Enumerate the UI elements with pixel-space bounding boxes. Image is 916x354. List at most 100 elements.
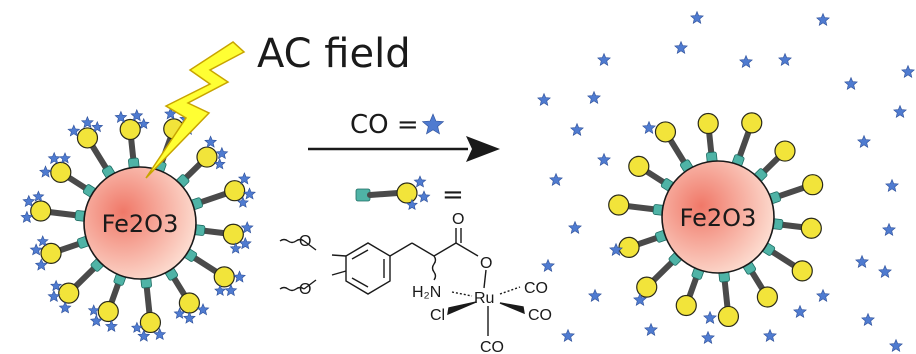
co-equals-label: CO =	[350, 110, 419, 140]
co-star-icon	[58, 301, 72, 314]
co-star-icon	[137, 117, 150, 130]
ruthenium-sphere	[213, 266, 235, 288]
co-star-icon	[816, 288, 830, 302]
co-star-icon	[47, 289, 61, 303]
co-star-icon	[32, 190, 45, 202]
ruthenium-sphere	[119, 118, 141, 141]
co-star-icon	[763, 328, 777, 342]
co-star-icon	[237, 172, 251, 185]
co-star-icon	[568, 220, 582, 234]
ruthenium-sphere	[741, 112, 763, 134]
co-star-icon	[20, 210, 34, 223]
atom-o-2: O	[299, 281, 311, 298]
co-star-icon	[421, 113, 445, 135]
co-star-icon	[690, 10, 704, 24]
ruthenium-sphere	[756, 286, 778, 308]
ruthenium-complex-structure	[279, 228, 525, 336]
co-star-icon	[130, 321, 143, 333]
ligand-co-1: CO	[524, 280, 548, 297]
co-star-icon	[236, 196, 249, 208]
ligand-arm	[180, 247, 246, 297]
ligand-arm	[675, 262, 705, 317]
ruthenium-sphere	[791, 260, 813, 282]
co-star-icon	[778, 52, 792, 66]
atom-cl: Cl	[430, 307, 445, 324]
atom-o-1: O	[299, 233, 311, 250]
ligand-arm	[654, 121, 695, 176]
co-star-icon	[22, 194, 36, 208]
co-star-icon	[597, 152, 611, 166]
ligand-arm	[174, 135, 229, 190]
co-star-icon	[80, 115, 94, 129]
nanoparticle-released: Fe2O3	[608, 112, 824, 328]
ligand-arm	[717, 265, 740, 328]
ligand-arm	[731, 112, 763, 172]
ligand-arm	[186, 172, 256, 211]
co-star-icon	[173, 307, 186, 319]
structure-labels: O O O O H₂N Ru Cl CO CO CO	[299, 211, 552, 354]
legend-ligand-icon	[355, 175, 431, 211]
co-star-icon	[215, 146, 229, 160]
ligand-arm	[188, 221, 254, 254]
co-star-icon	[878, 264, 892, 278]
co-star-icon	[243, 187, 256, 200]
co-star-icon	[214, 284, 227, 296]
ligand-arm	[47, 256, 106, 314]
co-star-icon	[182, 311, 196, 324]
co-star-icon	[58, 152, 71, 164]
co-star-icon	[240, 221, 254, 234]
co-star-icon	[609, 242, 623, 256]
co-star-icon	[882, 222, 896, 236]
legend-equals: =	[442, 180, 464, 210]
ruthenium-sphere	[97, 300, 119, 323]
ligand-arm	[628, 155, 678, 193]
ruthenium-sphere	[628, 155, 650, 177]
co-star-icon	[793, 304, 807, 318]
co-star-icon	[816, 12, 830, 26]
co-star-icon	[587, 90, 601, 104]
ruthenium-sphere	[697, 112, 719, 135]
ruthenium-sphere	[636, 276, 658, 298]
co-star-icon	[137, 329, 151, 342]
co-star-icon	[413, 175, 427, 188]
co-star-icon	[153, 327, 167, 341]
atom-o-3: O	[452, 211, 464, 228]
ligand-arm	[618, 229, 672, 258]
ligand-arm	[163, 264, 210, 324]
ruthenium-sphere	[800, 217, 822, 239]
ruthenium-sphere	[618, 236, 640, 258]
co-star-icon	[229, 242, 242, 254]
ligand-arm	[766, 217, 822, 239]
co-star-icon	[130, 108, 144, 122]
co-star-icon	[561, 328, 575, 342]
iron-oxide-core	[661, 160, 775, 274]
atom-o-4: O	[480, 255, 492, 272]
ruthenium-sphere	[608, 194, 630, 216]
ligand-arm	[20, 190, 92, 223]
co-star-icon	[541, 258, 555, 272]
ruthenium-sphere	[654, 121, 677, 143]
atom-h2n: H₂N	[412, 284, 441, 301]
ligand-arm	[697, 112, 719, 169]
co-star-icon	[674, 40, 688, 54]
co-star-icon	[421, 113, 445, 135]
co-star-icon	[114, 110, 128, 123]
ligand-arm	[39, 151, 100, 199]
co-star-icon	[417, 190, 431, 203]
iron-oxide-core	[83, 166, 197, 280]
co-star-icon	[857, 134, 871, 148]
ruthenium-sphere	[224, 180, 246, 202]
co-star-icon	[238, 237, 252, 250]
ruthenium-sphere	[802, 174, 824, 196]
co-star-icon	[570, 122, 584, 136]
co-star-icon	[196, 303, 210, 316]
co-star-icon	[642, 120, 656, 134]
co-star-icon	[901, 64, 915, 78]
ruthenium-sphere	[196, 146, 218, 168]
ruthenium-sphere	[76, 127, 99, 149]
co-star-icon	[29, 243, 43, 256]
atom-ru: Ru	[474, 290, 494, 307]
co-star-icon	[644, 322, 658, 336]
ruthenium-sphere	[717, 305, 740, 328]
